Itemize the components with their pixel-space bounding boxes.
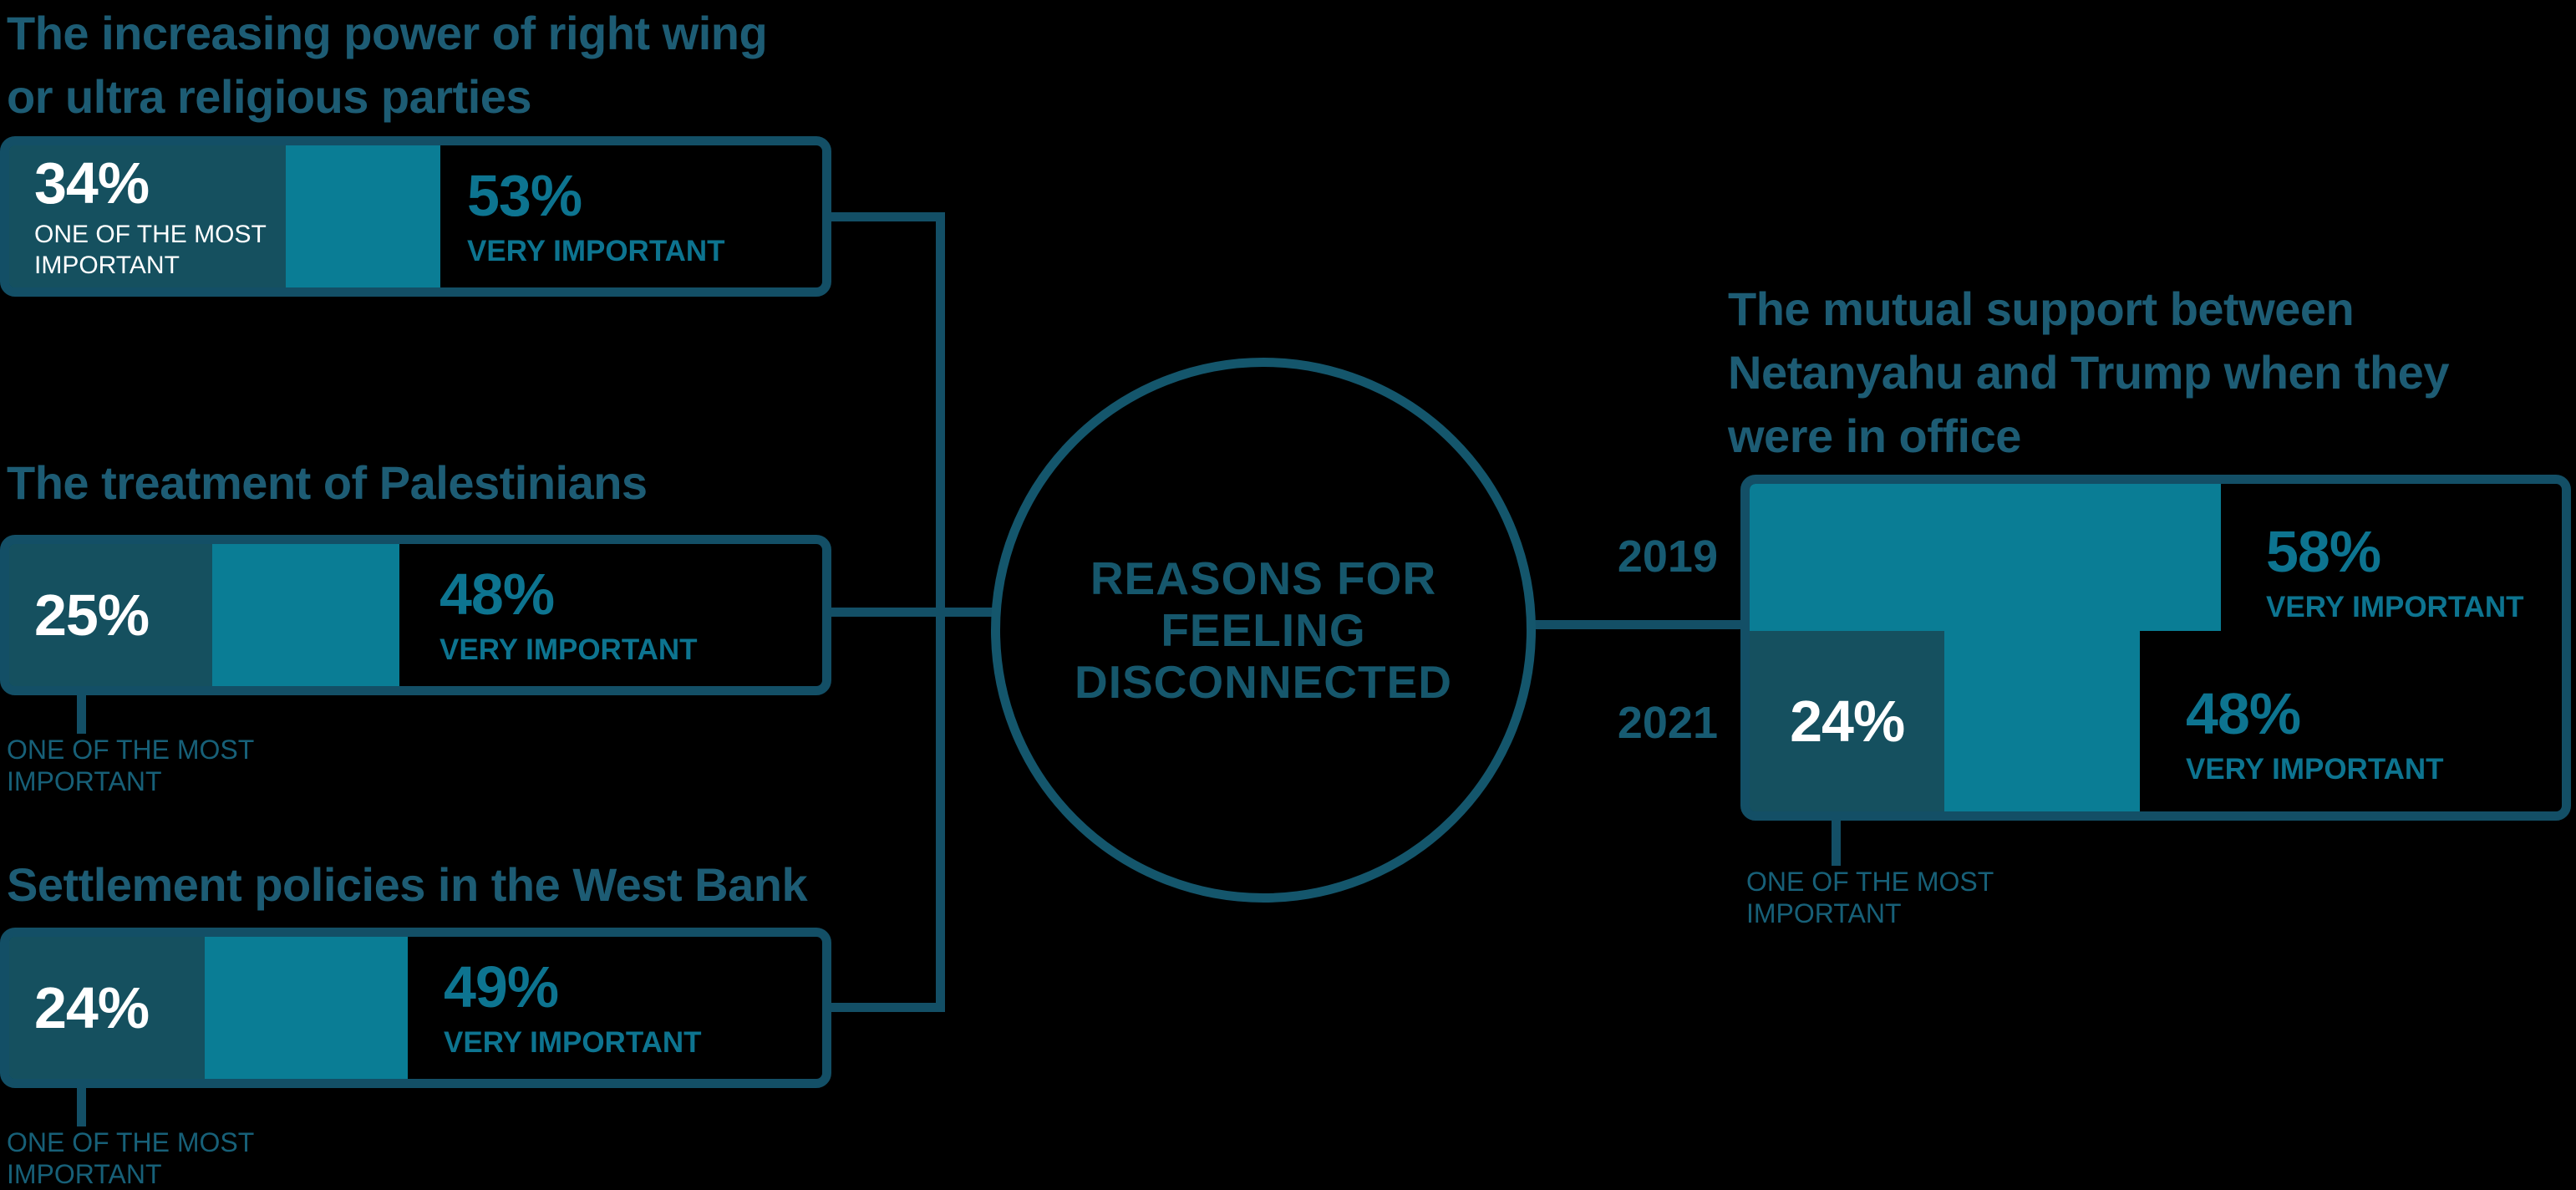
connector-bar3-horizontal: [830, 1003, 945, 1012]
label-group-2021-very-important: 48% VERY IMPORTANT: [2186, 683, 2444, 786]
most-important-value: 34%: [34, 150, 150, 216]
very-important-label: VERY IMPORTANT: [439, 633, 698, 667]
hub-circle: REASONS FOR FEELING DISCONNECTED: [991, 358, 1536, 903]
hub-title: REASONS FOR FEELING DISCONNECTED: [1074, 552, 1453, 708]
very-important-value: 58%: [2266, 519, 2381, 584]
most-important-label: ONE OF THE MOST IMPORTANT: [34, 221, 267, 280]
bar-settlement-most-important-callout-label: ONE OF THE MOST IMPORTANT: [7, 1127, 255, 1189]
connector-bar3-callout: [77, 1088, 86, 1126]
most-important-value: 24%: [1790, 688, 1905, 754]
bar-right-wing-very-important-group: 53% VERY IMPORTANT: [467, 145, 725, 287]
label-group-2019-very-important: 58% VERY IMPORTANT: [2266, 521, 2524, 624]
connector-right-callout: [1832, 821, 1841, 866]
chart-netanyahu-trump: 24% 58% VERY IMPORTANT 48% VERY IMPORTAN…: [1740, 475, 2571, 821]
bar-right-wing-parties: 34% ONE OF THE MOST IMPORTANT 53% VERY I…: [0, 136, 831, 297]
bar-palestinians-most-important-callout-label: ONE OF THE MOST IMPORTANT: [7, 735, 255, 796]
connector-hub-left: [830, 608, 997, 617]
year-label-2021: 2021: [1617, 698, 1718, 748]
year-label-2019: 2019: [1617, 531, 1718, 582]
bar-settlement-very-important-group: 49% VERY IMPORTANT: [444, 937, 702, 1079]
bar-settlement-most-important-group: 24%: [34, 937, 150, 1079]
very-important-label: VERY IMPORTANT: [467, 235, 725, 268]
bar-settlement-policies: 24% 49% VERY IMPORTANT: [0, 928, 831, 1088]
most-important-value: 25%: [34, 582, 150, 648]
bar-2019-very-important-segment: [1750, 484, 2221, 631]
bar-palestinians-most-important-group: 25%: [34, 544, 150, 686]
very-important-label: VERY IMPORTANT: [2186, 753, 2444, 786]
bar-treatment-of-palestinians: 25% 48% VERY IMPORTANT: [0, 535, 831, 695]
very-important-label: VERY IMPORTANT: [2266, 591, 2524, 624]
very-important-value: 53%: [467, 162, 582, 228]
bar-palestinians-most-important-segment: [9, 544, 213, 686]
very-important-value: 48%: [2186, 681, 2301, 746]
bar-right-wing-most-important-segment: [9, 145, 286, 287]
section-title-netanyahu-trump: The mutual support between Netanyahu and…: [1728, 282, 2449, 462]
bar-right-wing-most-important-group: 34% ONE OF THE MOST IMPORTANT: [34, 145, 267, 287]
very-important-label: VERY IMPORTANT: [444, 1026, 702, 1060]
bar-palestinians-very-important-group: 48% VERY IMPORTANT: [439, 544, 698, 686]
section-title-right-wing-parties: The increasing power of right wing or ul…: [7, 7, 768, 123]
section-title-settlement-policies: Settlement policies in the West Bank: [7, 858, 808, 911]
chart-netanyahu-most-important-callout-label: ONE OF THE MOST IMPORTANT: [1746, 867, 1994, 928]
very-important-value: 49%: [444, 954, 559, 1020]
section-title-treatment-of-palestinians: The treatment of Palestinians: [7, 456, 648, 509]
bar-2021-most-important-segment: 24%: [1750, 631, 1945, 811]
connector-bar1-horizontal: [830, 212, 945, 221]
very-important-value: 48%: [439, 561, 555, 627]
connector-hub-right: [1532, 620, 1749, 629]
connector-bar2-callout: [77, 695, 86, 734]
most-important-value: 24%: [34, 974, 150, 1040]
bar-settlement-most-important-segment: [9, 937, 205, 1079]
